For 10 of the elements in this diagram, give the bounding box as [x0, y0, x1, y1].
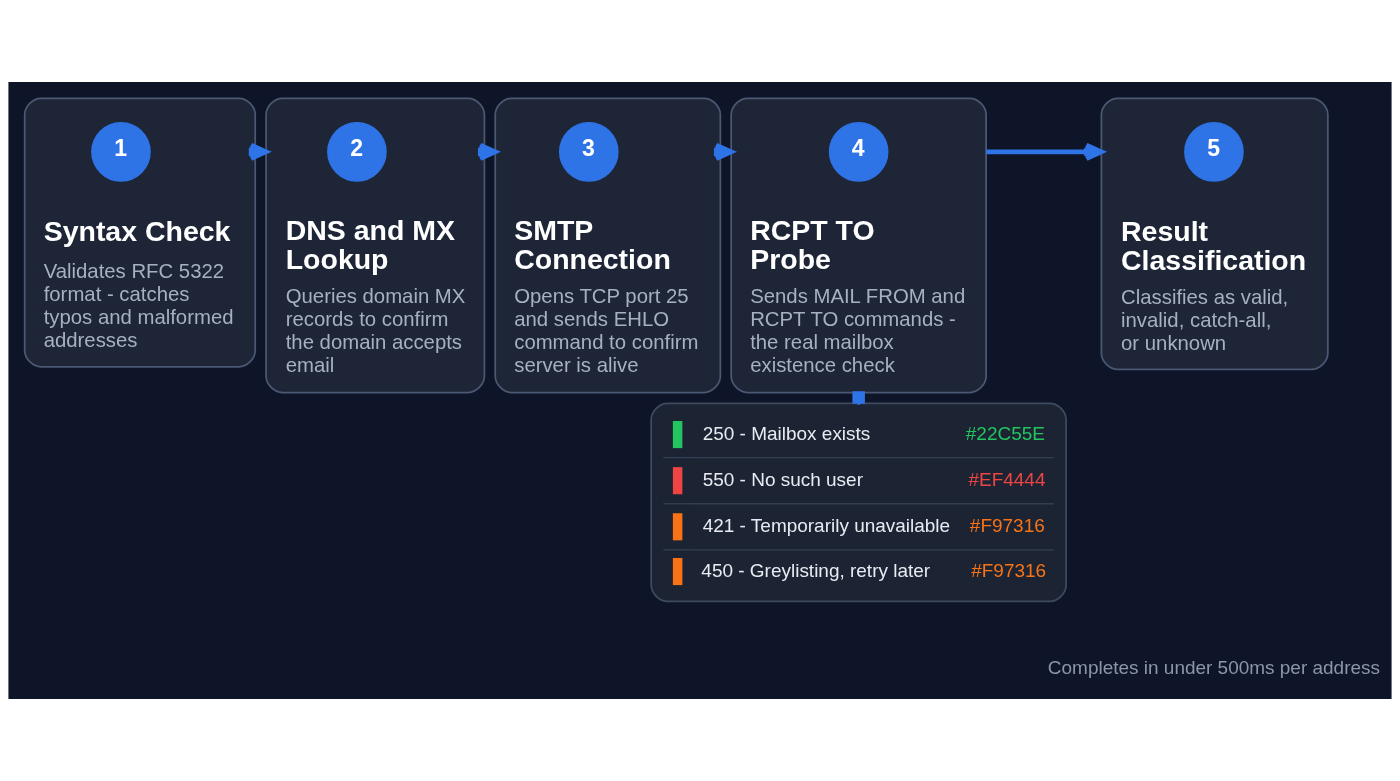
node-circle: 1 — [91, 122, 151, 182]
node-circle: 3 — [558, 122, 619, 182]
arrow — [713, 142, 734, 161]
label: Completes in under 500ms per address — [1047, 657, 1381, 679]
arrow — [477, 142, 498, 161]
arrow — [986, 142, 1104, 161]
arrow — [248, 142, 269, 161]
node-circle: 4 — [828, 122, 889, 182]
node-circle: 2 — [327, 122, 387, 182]
node-circle: 5 — [1184, 122, 1244, 182]
